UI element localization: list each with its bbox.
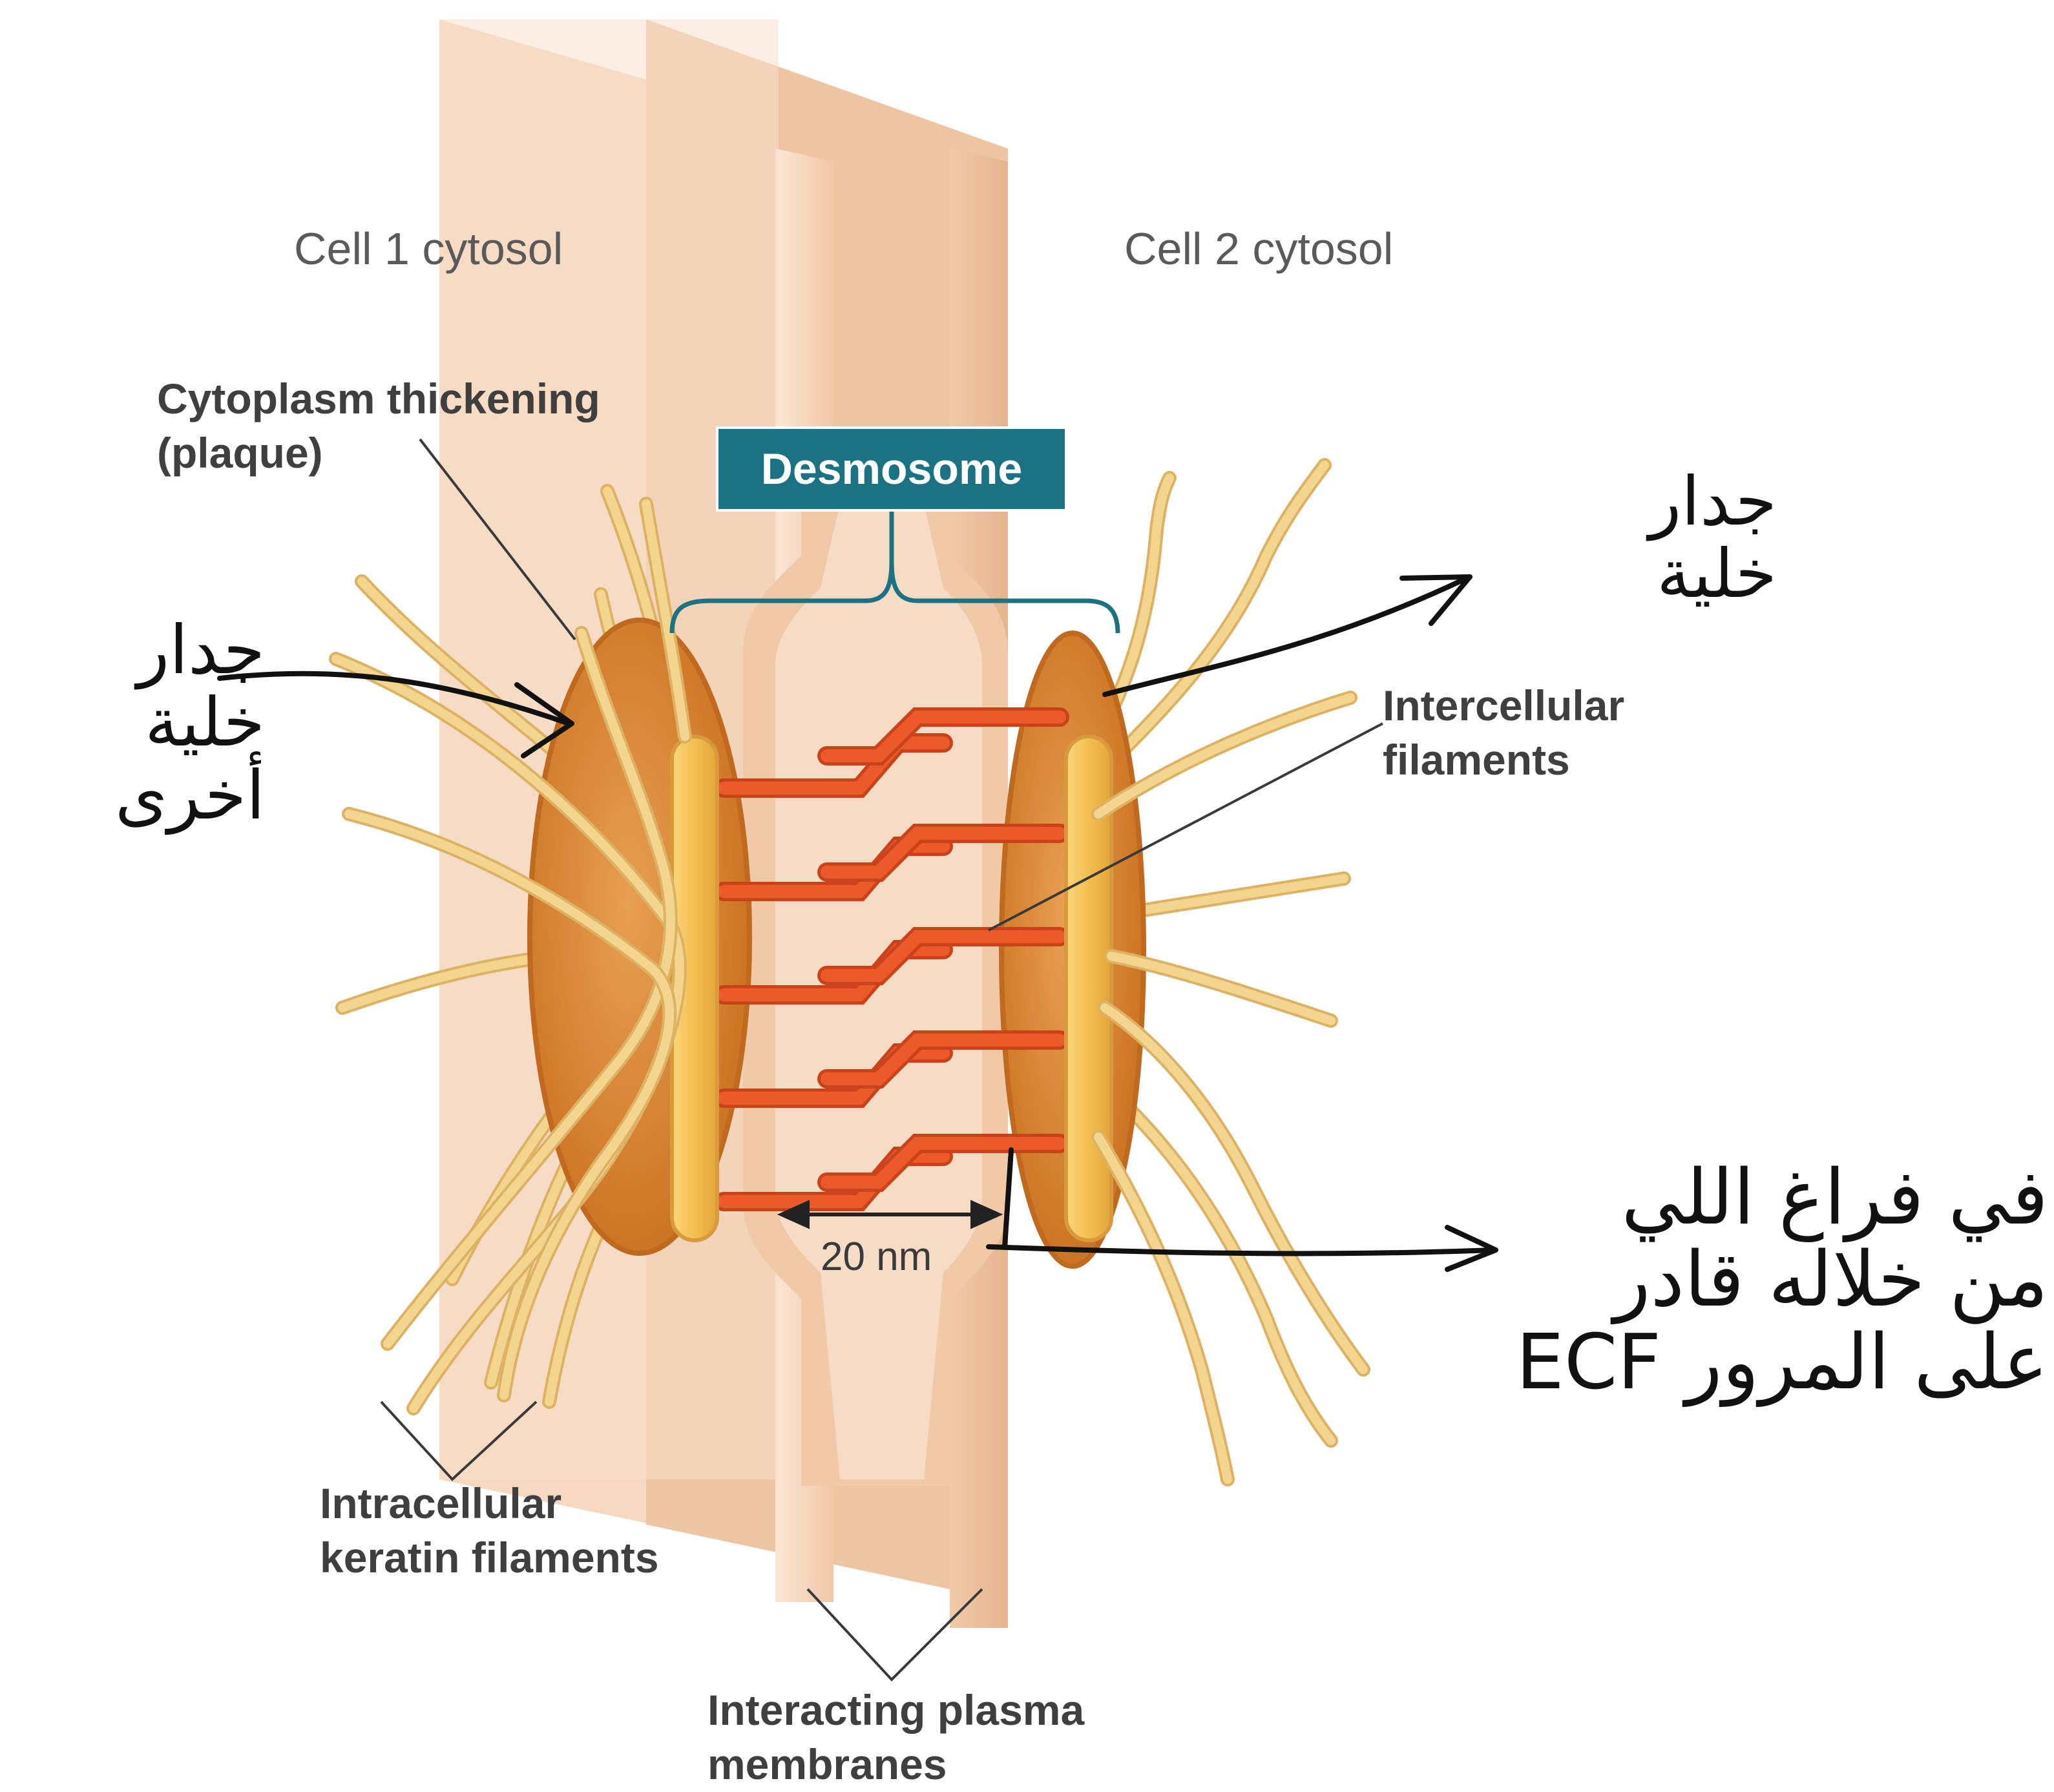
cell2-cytosol-label: Cell 2 cytosol — [1124, 223, 1393, 275]
keratin-strand-right-0 — [1098, 465, 1325, 775]
membranes-label: Interacting plasma membranes — [707, 1683, 1084, 1792]
keratin-label: Intracellular keratin filaments — [320, 1476, 659, 1585]
intercellular-label-line1: Intercellular — [1383, 678, 1624, 733]
membranes-label-line2: membranes — [707, 1737, 1084, 1791]
handwritten-note-right-top-line1: جدار — [1505, 465, 1777, 537]
handwritten-note-right-bottom: في فراغ اللي من خلاله قادر على المرور EC… — [1480, 1156, 2048, 1403]
plaque-label: Cytoplasm thickening (plaque) — [157, 371, 600, 481]
plaque-label-line2: (plaque) — [157, 426, 600, 480]
gap-measure-label: 20 nm — [821, 1234, 932, 1280]
membranes-label-line1: Interacting plasma — [707, 1683, 1084, 1737]
handwritten-note-right-top: جدار خلية — [1505, 465, 1777, 610]
cell1-cytosol-label: Cell 1 cytosol — [294, 223, 563, 275]
handwritten-note-left-line2: خلية — [6, 686, 265, 758]
handwritten-note-right-bottom-line3: على المرور ECF — [1480, 1321, 2048, 1403]
keratin-strand-right-1-edge — [1098, 698, 1350, 814]
handwritten-note-right-bottom-line1: في فراغ اللي — [1480, 1156, 2048, 1238]
intercellular-label: Intercellular filaments — [1383, 678, 1624, 787]
handwritten-note-left-line3: أخرى — [6, 759, 265, 831]
handwritten-note-left: جدار خلية أخرى — [6, 614, 265, 831]
plaque-label-line1: Cytoplasm thickening — [157, 371, 600, 426]
handwritten-note-right-bottom-line2: من خلاله قادر — [1480, 1238, 2048, 1320]
handwritten-note-left-line1: جدار — [6, 614, 265, 686]
desmosome-badge: Desmosome — [716, 426, 1067, 512]
handwritten-note-right-top-line2: خلية — [1505, 537, 1777, 610]
hand-arrow-right-top — [1105, 578, 1467, 694]
keratin-label-line1: Intracellular — [320, 1476, 659, 1530]
keratin-label-line2: keratin filaments — [320, 1530, 659, 1585]
keratin-strand-right-3 — [1105, 1008, 1363, 1370]
intercellular-label-line2: filaments — [1383, 733, 1624, 787]
